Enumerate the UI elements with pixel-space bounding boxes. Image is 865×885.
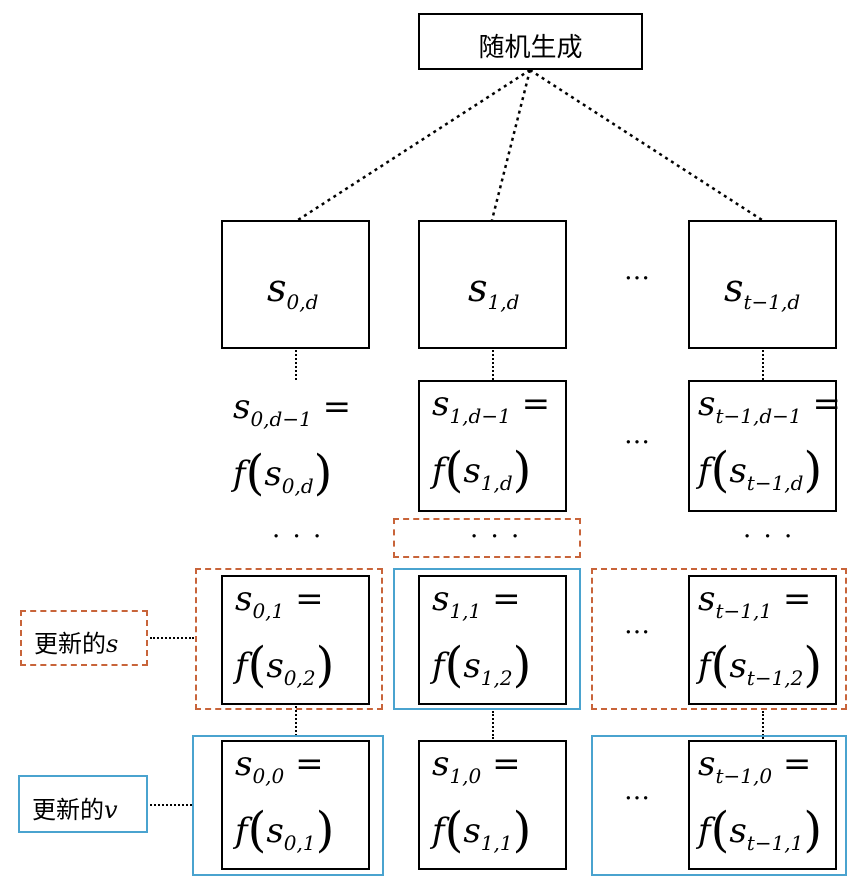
- node-s11-rhs: f(s1,2): [432, 637, 532, 693]
- node-st0-rhs: f(st−1,1): [698, 802, 823, 858]
- connector-col2-3: [762, 711, 764, 739]
- connector-col1-3: [492, 711, 494, 739]
- node-s1d1-rhs: f(s1,d): [432, 442, 532, 498]
- random-generate-box: 随机生成: [418, 13, 643, 70]
- updated-s-highlight-col1-ellipsis: [393, 518, 581, 558]
- node-st1-rhs: f(st−1,2): [698, 637, 823, 693]
- node-std1-lhs: st−1,d−1 =: [698, 384, 841, 428]
- ellipsis-top-row: …: [624, 256, 652, 286]
- node-st1-lhs: st−1,1 =: [698, 579, 812, 623]
- node-s11: s1,1 = f(s1,2): [418, 575, 567, 705]
- node-s1d-text: s1,d: [468, 266, 520, 314]
- node-std: st−1,d: [688, 220, 837, 349]
- node-s01-lhs: s0,1 =: [235, 579, 324, 623]
- node-s00-rhs: f(s0,1): [235, 802, 335, 858]
- connector-col0-1: [295, 350, 297, 380]
- node-s1d1-lhs: s1,d−1 =: [432, 384, 551, 428]
- node-s00-lhs: s0,0 =: [235, 744, 324, 788]
- connector-col1-1: [492, 350, 494, 380]
- node-s0d1: s0,d−1 = f(s0,d): [221, 385, 370, 513]
- legend-updated-v-connector: [150, 804, 192, 806]
- node-s11-lhs: s1,1 =: [432, 579, 521, 623]
- ellipsis-fourth-row: …: [624, 776, 652, 806]
- legend-updated-s-box: 更新的s: [20, 610, 148, 666]
- updated-v-highlight-col2: [591, 735, 847, 876]
- node-s0d1-lhs: s0,d−1 =: [233, 387, 352, 431]
- ellipsis-third-row: …: [624, 610, 652, 640]
- node-st0-lhs: st−1,0 =: [698, 744, 812, 788]
- node-s10-rhs: f(s1,1): [432, 802, 532, 858]
- node-s1d1: s1,d−1 = f(s1,d): [418, 380, 567, 512]
- legend-updated-s-connector: [150, 637, 194, 639]
- node-s0d: s0,d: [221, 220, 370, 349]
- random-generate-label: 随机生成: [478, 33, 583, 63]
- node-s0d1-rhs: f(s0,d): [233, 445, 333, 501]
- node-std-text: st−1,d: [724, 266, 801, 314]
- node-s1d: s1,d: [418, 220, 567, 349]
- node-st1: st−1,1 = f(st−1,2): [688, 575, 837, 705]
- updated-v-highlight-col0: [192, 735, 384, 876]
- node-s10: s1,0 = f(s1,1): [418, 740, 567, 870]
- node-s0d-text: s0,d: [267, 266, 319, 314]
- updated-s-highlight-col2: [591, 568, 847, 710]
- node-s10-lhs: s1,0 =: [432, 744, 521, 788]
- connector-col0-3: [295, 706, 297, 736]
- node-s01-rhs: f(s0,2): [235, 637, 335, 693]
- ellipsis-col1: · · ·: [470, 522, 522, 552]
- node-std1-rhs: f(st−1,d): [698, 442, 823, 498]
- node-std1: st−1,d−1 = f(st−1,d): [688, 380, 841, 512]
- legend-updated-s-text: 更新的s: [34, 630, 119, 658]
- updated-s-highlight-col0: [195, 568, 383, 710]
- connector-col2-1: [762, 350, 764, 380]
- ellipsis-col2: · · ·: [743, 522, 795, 552]
- node-st0: st−1,0 = f(st−1,1): [688, 740, 837, 870]
- updated-v-highlight-col1: [393, 568, 581, 710]
- node-s01: s0,1 = f(s0,2): [221, 575, 370, 705]
- ellipsis-col0: · · ·: [272, 522, 324, 552]
- legend-updated-v-text: 更新的v: [32, 796, 118, 824]
- legend-updated-v-box: 更新的v: [18, 775, 148, 833]
- node-s00: s0,0 = f(s0,1): [221, 740, 370, 870]
- ellipsis-second-row: …: [624, 420, 652, 450]
